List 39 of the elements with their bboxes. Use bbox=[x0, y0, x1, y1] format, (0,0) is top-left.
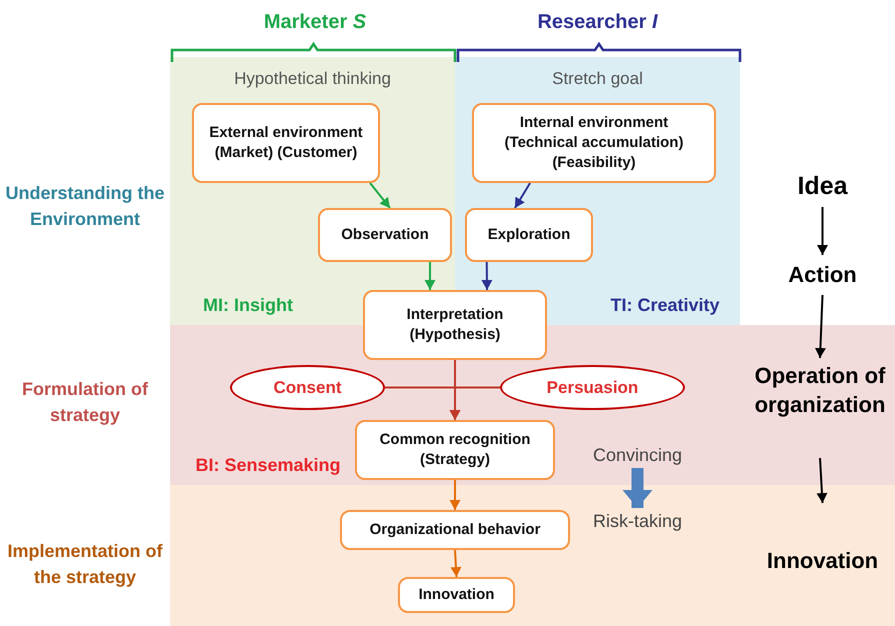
arrow bbox=[424, 262, 436, 290]
process-box: External environment (Market) (Customer) bbox=[192, 103, 380, 183]
arrow bbox=[450, 386, 500, 420]
arrow bbox=[514, 182, 531, 209]
oval-node: Persuasion bbox=[500, 365, 685, 410]
panel-label: TI: Creativity bbox=[609, 295, 721, 316]
stage-label: Innovation bbox=[750, 503, 895, 583]
column-heading: Marketer S bbox=[262, 10, 368, 35]
note-text: Convincing bbox=[575, 442, 700, 468]
row-label: Understanding the Environment bbox=[4, 182, 166, 232]
panel-label: MI: Insight bbox=[202, 295, 294, 316]
arrow bbox=[481, 262, 492, 290]
process-box: Organizational behavior bbox=[340, 510, 570, 550]
block-arrow bbox=[622, 468, 652, 508]
arrow bbox=[450, 550, 462, 578]
row-label: Formulation of strategy bbox=[21, 378, 149, 428]
process-box: Interpretation (Hypothesis) bbox=[363, 290, 547, 360]
stage-label: Operation of organization bbox=[745, 358, 895, 458]
arrow bbox=[814, 294, 826, 358]
arrow bbox=[817, 207, 828, 255]
stage-label: Idea bbox=[760, 165, 885, 207]
process-box: Innovation bbox=[398, 577, 515, 613]
process-box: Exploration bbox=[465, 208, 593, 262]
row-label: Implementation of the strategy bbox=[6, 540, 164, 590]
panel-heading: BI: Sensemaking bbox=[194, 455, 342, 476]
column-heading: Researcher I bbox=[536, 10, 659, 35]
shaded-band bbox=[170, 485, 895, 626]
arrow bbox=[369, 182, 391, 209]
panel-heading: Hypothetical thinking bbox=[233, 69, 392, 89]
shaded-band bbox=[170, 325, 895, 485]
process-box: Observation bbox=[318, 208, 452, 262]
process-box: Common recognition (Strategy) bbox=[355, 420, 555, 480]
arrow bbox=[816, 458, 828, 504]
panel-heading: Stretch goal bbox=[551, 69, 644, 89]
note-text: Risk-taking bbox=[575, 508, 700, 534]
process-box: Internal environment (Technical accumulation) (Feasibility) bbox=[472, 103, 716, 183]
stage-label: Action bbox=[760, 255, 885, 295]
oval-node: Consent bbox=[230, 365, 385, 410]
arrow bbox=[450, 480, 460, 510]
